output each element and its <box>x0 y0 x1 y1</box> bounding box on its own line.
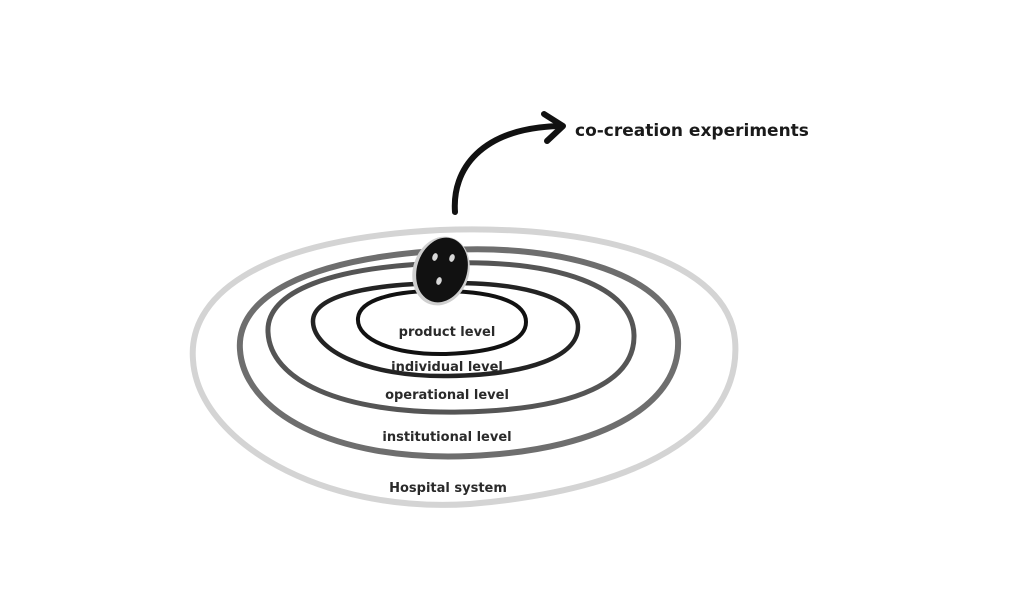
ring-operational-level <box>265 260 637 415</box>
callout-arrow <box>451 111 566 215</box>
ring-hospital-system <box>189 226 739 508</box>
ring-institutional-level <box>236 246 682 460</box>
label-individual-level: individual level <box>391 360 503 375</box>
ring-product-level <box>356 288 529 357</box>
marker-token <box>412 236 470 306</box>
ring-individual-level <box>310 280 581 379</box>
label-product-level: product level <box>399 325 496 340</box>
marker-eye-right <box>449 254 455 262</box>
callout-label: co-creation experiments <box>575 121 809 141</box>
marker-eye-left <box>432 253 438 261</box>
label-institutional-level: institutional level <box>382 430 511 445</box>
label-hospital-system: Hospital system <box>389 481 507 496</box>
marker-mark <box>436 277 442 285</box>
label-operational-level: operational level <box>385 388 509 403</box>
